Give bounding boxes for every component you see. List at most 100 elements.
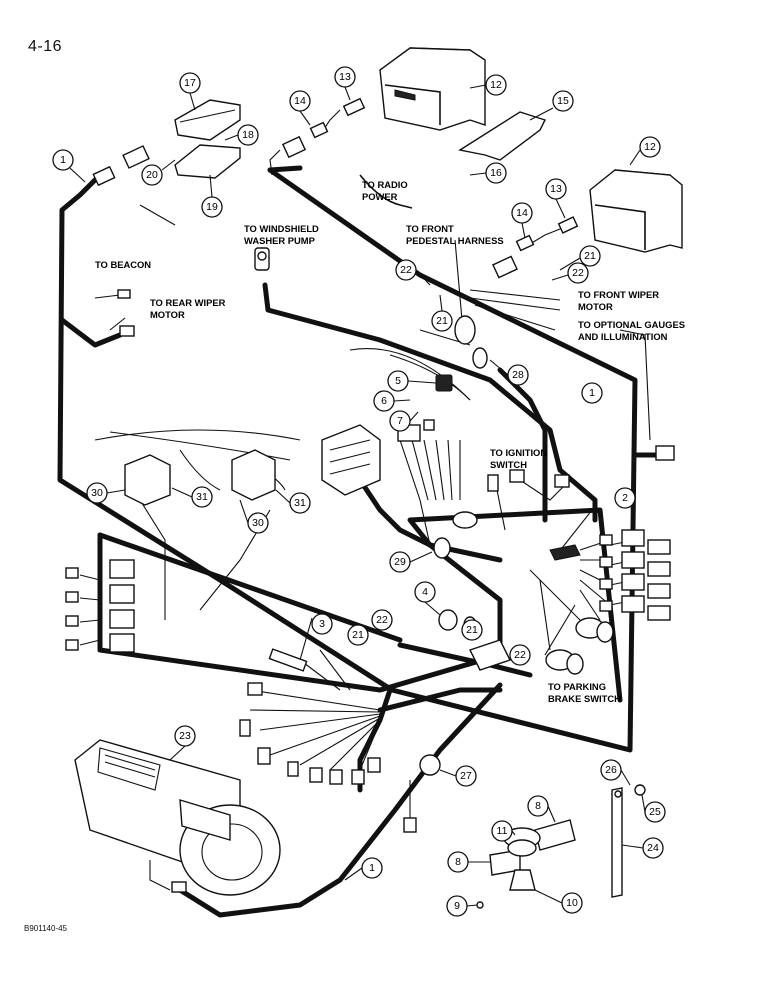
- svg-text:21: 21: [436, 315, 448, 327]
- svg-text:8: 8: [535, 800, 541, 812]
- svg-text:23: 23: [179, 730, 191, 742]
- callout-20: 20: [141, 164, 163, 186]
- svg-text:21: 21: [584, 250, 596, 262]
- grommet-29: [433, 511, 478, 559]
- svg-text:7: 7: [397, 415, 403, 427]
- callout-14-lower: 14: [511, 202, 533, 224]
- callout-9: 9: [446, 895, 468, 917]
- svg-text:20: 20: [146, 169, 158, 181]
- callout-2: 2: [614, 487, 636, 509]
- blower-assembly: [74, 739, 281, 896]
- callout-25: 25: [644, 801, 666, 823]
- svg-text:3: 3: [319, 618, 325, 630]
- round-connectors: [545, 617, 614, 675]
- label-to-front-wiper-2: MOTOR: [578, 301, 613, 312]
- svg-text:29: 29: [394, 556, 406, 568]
- callout-22-d: 22: [509, 644, 531, 666]
- callout-30-left: 30: [86, 482, 108, 504]
- svg-text:18: 18: [242, 129, 254, 141]
- page-number: 4-16: [28, 38, 63, 55]
- svg-text:13: 13: [339, 71, 351, 83]
- svg-text:1: 1: [589, 387, 595, 399]
- label-to-gauges-1: TO OPTIONAL GAUGES: [578, 319, 685, 330]
- label-to-pedestal-2: PEDESTAL HARNESS: [406, 235, 504, 246]
- callout-5: 5: [387, 370, 409, 392]
- lower-connector-cluster: [239, 648, 417, 833]
- parking-brake-connector: [469, 639, 511, 671]
- callout-24: 24: [642, 837, 664, 859]
- svg-text:31: 31: [294, 497, 306, 509]
- callout-10: 10: [561, 892, 583, 914]
- callout-18: 18: [237, 124, 259, 146]
- callout-22-c: 22: [371, 609, 393, 631]
- callout-27: 27: [455, 765, 477, 787]
- svg-text:4: 4: [422, 586, 428, 598]
- figure-code: B901140-45: [24, 924, 67, 933]
- callout-11: 11: [491, 820, 513, 842]
- rear-wiper-connectors: [117, 289, 135, 337]
- callout-23: 23: [174, 725, 196, 747]
- label-to-washer-2: WASHER PUMP: [244, 235, 315, 246]
- right-connectors: [599, 445, 675, 621]
- callout-6: 6: [373, 390, 395, 412]
- callout-8-lower: 8: [447, 851, 469, 873]
- svg-text:30: 30: [91, 487, 103, 499]
- label-to-washer-1: TO WINDSHIELD: [244, 223, 319, 234]
- dome-lens: [174, 144, 241, 179]
- svg-text:17: 17: [184, 77, 196, 89]
- callout-21-a: 21: [579, 245, 601, 267]
- svg-text:30: 30: [252, 517, 264, 529]
- callout-14-upper: 14: [289, 90, 311, 112]
- callout-13-lower: 13: [545, 178, 567, 200]
- svg-text:26: 26: [605, 764, 617, 776]
- callout-30-right: 30: [247, 512, 269, 534]
- connector-2: [549, 544, 581, 561]
- label-to-ignition-2: SWITCH: [490, 459, 527, 470]
- callout-12-lower: 12: [639, 136, 661, 158]
- callout-16: 16: [485, 162, 507, 184]
- svg-text:15: 15: [557, 95, 569, 107]
- svg-text:2: 2: [622, 492, 628, 504]
- svg-text:19: 19: [206, 201, 218, 213]
- svg-text:11: 11: [497, 825, 508, 837]
- svg-text:1: 1: [369, 862, 375, 874]
- relay-30-31: [124, 449, 276, 506]
- lamp-connectors: [92, 97, 579, 279]
- svg-text:24: 24: [647, 842, 659, 854]
- svg-text:14: 14: [516, 207, 528, 219]
- grommet-27: [419, 754, 441, 776]
- callout-leaders: [69, 84, 646, 907]
- diagram-labels: TO BEACON TO REAR WIPER MOTOR TO RADIO P…: [95, 179, 685, 704]
- svg-text:21: 21: [352, 629, 364, 641]
- harness-clamp: [435, 374, 453, 392]
- svg-text:25: 25: [649, 806, 661, 818]
- svg-text:27: 27: [460, 770, 472, 782]
- svg-text:8: 8: [455, 856, 461, 868]
- svg-text:13: 13: [550, 183, 562, 195]
- work-lamp-upper: [379, 47, 486, 131]
- svg-text:12: 12: [490, 79, 502, 91]
- svg-text:22: 22: [572, 267, 584, 279]
- pedestal-grommet: [454, 315, 488, 369]
- lamp-bracket: [458, 111, 546, 161]
- svg-text:6: 6: [381, 395, 387, 407]
- label-to-parking-2: BRAKE SWITCH: [548, 693, 621, 704]
- callout-21-c: 21: [347, 624, 369, 646]
- callout-1-right: 1: [581, 382, 603, 404]
- callout-4: 4: [414, 581, 436, 603]
- lower-left-connectors: [65, 559, 135, 653]
- callout-8-upper: 8: [527, 795, 549, 817]
- ground-strap: [611, 784, 646, 898]
- svg-text:31: 31: [196, 491, 208, 503]
- harness-wires: [57, 165, 663, 918]
- svg-text:22: 22: [400, 264, 412, 276]
- label-to-rear-wiper-2: MOTOR: [150, 309, 185, 320]
- label-to-gauges-2: AND ILLUMINATION: [578, 331, 668, 342]
- svg-text:21: 21: [466, 624, 478, 636]
- callout-7: 7: [389, 410, 411, 432]
- ignition-connectors: [487, 469, 570, 492]
- label-to-pedestal-1: TO FRONT: [406, 223, 454, 234]
- callout-21-b: 21: [431, 310, 453, 332]
- callout-15: 15: [552, 90, 574, 112]
